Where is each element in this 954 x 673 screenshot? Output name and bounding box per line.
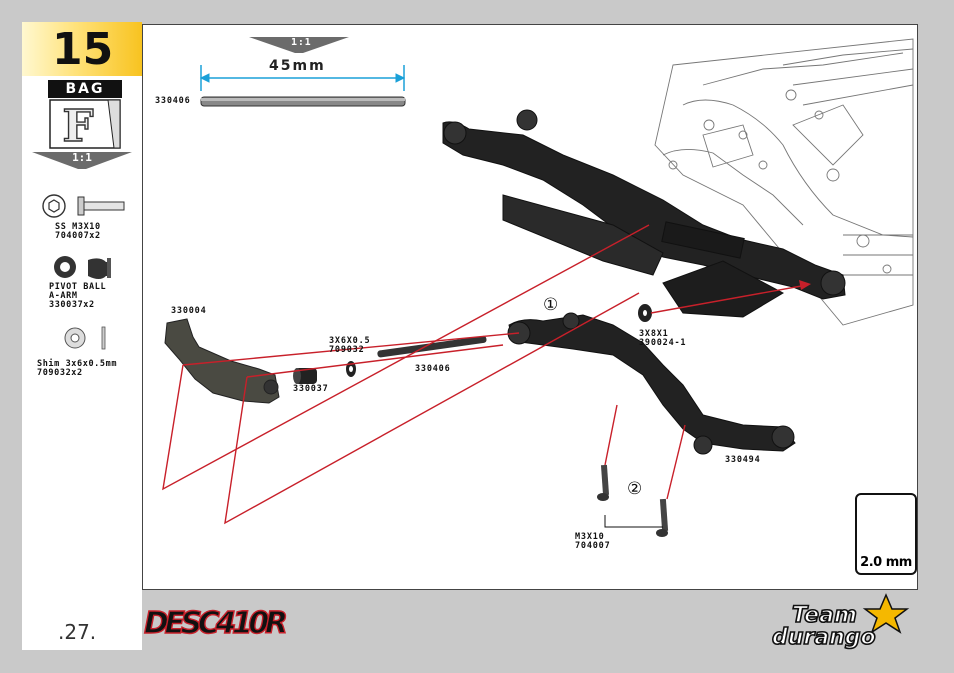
label-330037: 330037 — [293, 384, 329, 394]
desc410r-logo: DESC410R — [143, 605, 288, 640]
star-icon — [862, 593, 910, 634]
dimension-label: 45mm — [269, 58, 326, 74]
pivot-ball — [293, 368, 317, 384]
hinge-pin-reference — [200, 96, 406, 107]
team-logo-top: Team — [792, 603, 857, 628]
washer — [638, 304, 652, 322]
scale-label: 1:1 — [72, 151, 92, 164]
bag-letter: F — [62, 101, 93, 150]
label-330406: 330406 — [415, 364, 451, 374]
step-marker-1: ① — [543, 295, 559, 315]
label-330004: 330004 — [171, 306, 207, 316]
dimension-line — [199, 65, 406, 91]
assembly-diagram: 45mm 1:1 330406 330004 330037 3X6X0.5 70… — [142, 24, 918, 590]
assembly-leaders — [162, 224, 811, 525]
bag-label: BAG — [48, 80, 122, 98]
step-marker-2: ② — [627, 479, 643, 499]
screw-bracket — [604, 515, 663, 528]
scale-banner-top — [249, 37, 349, 53]
label-709032: 3X6X0.5 709032 — [329, 336, 371, 355]
lower-arm — [507, 312, 796, 455]
diagram-art — [162, 37, 915, 539]
team-logo-bottom: durango — [772, 625, 876, 650]
bag-icon: F — [49, 99, 121, 150]
hinge-pin — [377, 335, 487, 358]
tool-box: 2.0 mm — [855, 493, 917, 575]
tool-size: 2.0 mm — [860, 555, 912, 570]
desc410r-logo-text: DESC410R — [144, 606, 286, 640]
scale-indicator: 1:1 — [32, 150, 132, 170]
screw-right — [656, 498, 669, 537]
step-number: 15 — [52, 24, 114, 75]
label-330494: 330494 — [725, 455, 761, 465]
scale-banner-label: 1:1 — [291, 37, 312, 48]
pivot-ball-part-icon — [54, 256, 111, 279]
label-330406-ref: 330406 — [155, 96, 191, 106]
screw-part-icon — [42, 194, 125, 218]
page-number: .27. — [58, 620, 97, 644]
step-tab: 15 — [22, 22, 142, 76]
label-390024: 3X8X1 390024-1 — [639, 329, 687, 348]
team-durango-logo: Team durango — [771, 593, 910, 650]
label-m3x10: M3X10 704007 — [575, 532, 611, 551]
upper-arm — [442, 109, 846, 318]
screw-left — [597, 464, 610, 501]
shim-part-icon — [64, 326, 106, 350]
